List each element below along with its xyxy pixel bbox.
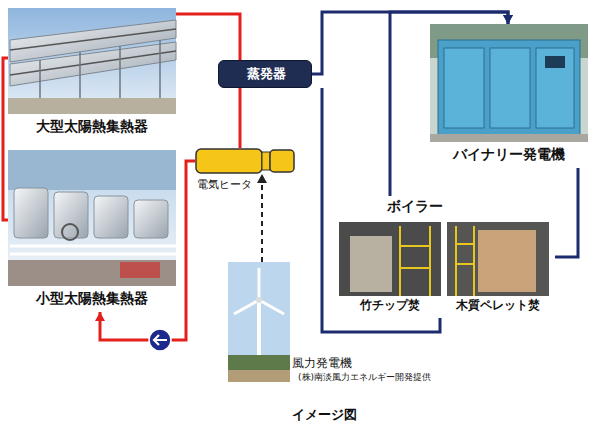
flow-path bbox=[100, 161, 195, 340]
generator-box: バイナリー発電機 bbox=[428, 24, 590, 168]
node-label: 竹チップ焚 bbox=[360, 298, 420, 312]
node-label: ボイラー bbox=[387, 198, 443, 215]
electric-heater bbox=[196, 149, 294, 173]
flow-path bbox=[555, 168, 578, 257]
node-label: 蒸発器 bbox=[247, 66, 286, 82]
flow-path bbox=[261, 174, 263, 262]
node-label: 大型太陽熱集熱器 bbox=[36, 118, 148, 135]
flow-line bbox=[3, 58, 8, 220]
flow-line bbox=[312, 12, 513, 74]
node-label: 風力発電機 bbox=[292, 356, 352, 370]
wind-turbine-box: 風力発電機 (株)南淡風力エネルギー開発提供 bbox=[228, 262, 443, 386]
flow-path bbox=[239, 88, 242, 148]
boiler-box: 竹チップ焚 bbox=[339, 222, 441, 316]
binary-generator-photo bbox=[430, 24, 588, 142]
node-label: 小型太陽熱集熱器 bbox=[36, 290, 148, 307]
large-collector-photo bbox=[8, 8, 176, 114]
bamboo-boiler-photo bbox=[339, 222, 441, 296]
wind-turbine-photo bbox=[228, 262, 290, 382]
node-label: 木質ペレット焚 bbox=[456, 298, 540, 312]
credit-note: (株)南淡風力エネルギー開発提供 bbox=[298, 372, 431, 383]
flow-line bbox=[240, 88, 241, 148]
flow-line bbox=[555, 168, 578, 257]
heater-box: 電気ヒータ bbox=[195, 148, 295, 174]
arrowhead bbox=[257, 174, 267, 183]
pellet-boiler-photo bbox=[447, 222, 549, 296]
caption-label: イメージ図 bbox=[292, 406, 357, 424]
pump-symbol bbox=[149, 329, 171, 351]
flow-line bbox=[390, 12, 513, 196]
boiler-box: 木質ペレット焚 bbox=[447, 222, 549, 316]
flow-path bbox=[3, 58, 8, 220]
flow-path bbox=[390, 12, 508, 196]
flow-line bbox=[176, 14, 240, 60]
small-collector-photo bbox=[8, 150, 176, 286]
evaporator-box: 蒸発器 bbox=[218, 60, 312, 88]
node-label: バイナリー発電機 bbox=[453, 146, 565, 163]
flow-line bbox=[95, 161, 195, 340]
flow-path bbox=[176, 14, 240, 60]
arrowhead bbox=[503, 15, 513, 24]
boiler-group: ボイラー竹チップ焚 木質ペレット焚 bbox=[335, 196, 555, 318]
node-label: 電気ヒータ bbox=[197, 178, 252, 191]
arrowhead bbox=[503, 15, 513, 24]
collector-box: 小型太陽熱集熱器 bbox=[8, 150, 176, 312]
arrowhead bbox=[95, 312, 105, 321]
flow-line bbox=[257, 174, 267, 262]
flow-path bbox=[312, 12, 508, 74]
collector-box: 大型太陽熱集熱器 bbox=[8, 8, 176, 142]
